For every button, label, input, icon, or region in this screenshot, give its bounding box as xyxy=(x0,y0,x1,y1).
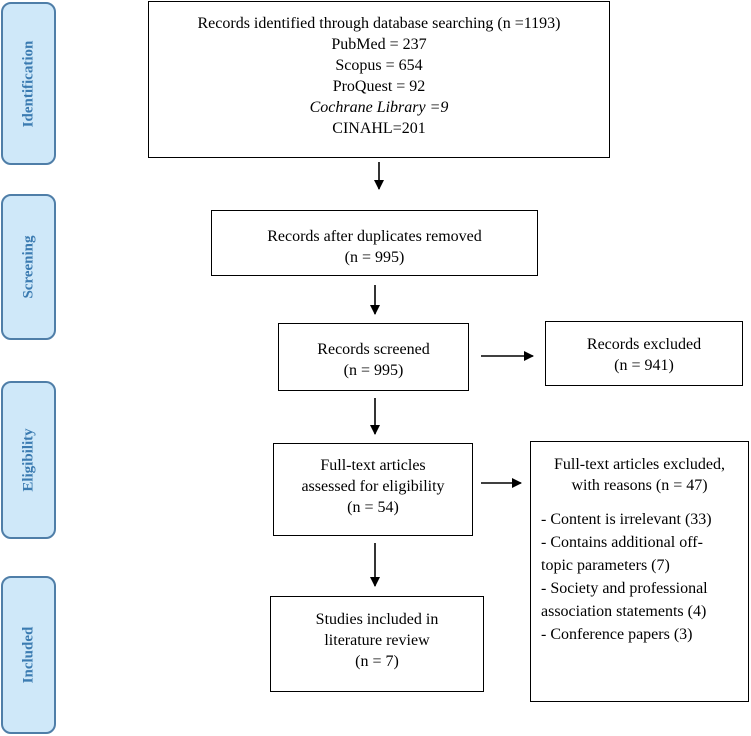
records-screened-box: Records screened (n = 995) xyxy=(278,323,469,391)
fulltext-assessed-count: (n = 54) xyxy=(347,499,399,516)
fulltext-assessed-box: Full-text articles assessed for eligibil… xyxy=(273,443,473,536)
records-excluded-count: (n = 941) xyxy=(614,357,674,374)
scopus-count: Scopus = 654 xyxy=(335,57,423,74)
reason-item: association statements (4) xyxy=(541,603,707,620)
studies-included-line2: literature review xyxy=(324,632,430,649)
reason-item: - Contains additional off- xyxy=(541,534,703,551)
phase-identification: Identification xyxy=(1,2,56,165)
cochrane-count: Cochrane Library =9 xyxy=(309,99,449,116)
fulltext-assessed-line2: assessed for eligibility xyxy=(301,478,445,495)
duplicates-removed-box: Records after duplicates removed (n = 99… xyxy=(211,210,538,276)
fulltext-excluded-box: Full-text articles excluded, with reason… xyxy=(530,441,749,702)
studies-included-line1: Studies included in xyxy=(315,611,439,628)
phase-included: Included xyxy=(1,576,56,734)
fulltext-excluded-title: Full-text articles excluded, xyxy=(553,456,726,473)
reason-item: - Conference papers (3) xyxy=(541,626,693,643)
duplicates-removed-count: (n = 995) xyxy=(344,249,405,266)
proquest-count: ProQuest = 92 xyxy=(332,78,426,95)
fulltext-excluded-count: with reasons (n = 47) xyxy=(571,477,708,494)
records-excluded-label: Records excluded xyxy=(586,336,702,353)
cinahl-count: CINAHL=201 xyxy=(332,120,426,137)
records-identified-title: Records identified through database sear… xyxy=(197,15,561,32)
studies-included-count: (n = 7) xyxy=(355,653,399,670)
reason-item: - Society and professional xyxy=(541,580,708,597)
reason-item: - Content is irrelevant (33) xyxy=(541,511,712,528)
records-screened-label: Records screened xyxy=(317,341,430,358)
phase-eligibility: Eligibility xyxy=(1,381,56,539)
records-excluded-box: Records excluded (n = 941) xyxy=(545,321,743,386)
fulltext-assessed-line1: Full-text articles xyxy=(320,457,426,474)
records-screened-count: (n = 995) xyxy=(343,362,404,379)
pubmed-count: PubMed = 237 xyxy=(331,36,427,53)
phase-screening: Screening xyxy=(1,194,56,340)
records-identified-box: Records identified through database sear… xyxy=(148,1,610,158)
studies-included-box: Studies included in literature review (n… xyxy=(270,596,484,692)
duplicates-removed-label: Records after duplicates removed xyxy=(267,228,482,245)
reason-item: topic parameters (7) xyxy=(541,557,670,574)
